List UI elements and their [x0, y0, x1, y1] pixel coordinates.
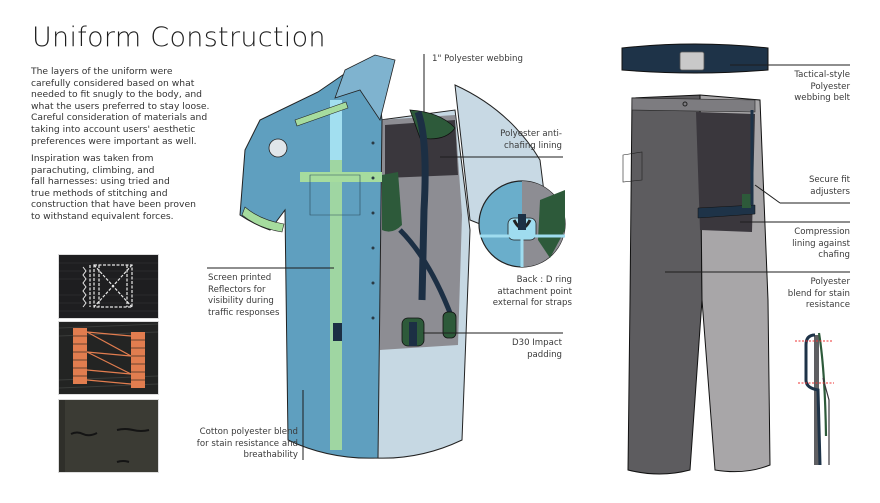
text-line: webbing belt	[794, 93, 850, 104]
text-line: external for straps	[492, 298, 572, 309]
text-line: Cotton polyester blend	[199, 427, 298, 437]
intro-paragraph-2: Inspiration was taken from parachuting, …	[31, 153, 216, 223]
text-line: chafing	[818, 250, 850, 261]
text-line: 1" Polyester webbing	[432, 54, 523, 64]
text-line: what the users preferred to stay loose.	[31, 100, 210, 112]
text-line: true methods of stitching and	[31, 187, 168, 199]
text-line: Secure fit	[808, 175, 850, 185]
swatch-white-stitch	[58, 254, 159, 319]
label-back-d-ring: Back : D ring attachment point external …	[470, 275, 572, 310]
text-line: Tactical-style	[794, 70, 850, 80]
text-line: Polyester	[810, 81, 850, 92]
text-line: Careful consideration of materials and	[31, 112, 208, 124]
text-line: attachment point	[497, 286, 572, 297]
intro-paragraph-1: The layers of the uniform were carefully…	[31, 66, 216, 147]
text-line: traffic responses	[208, 307, 280, 318]
label-polyester-webbing: 1" Polyester webbing	[432, 54, 523, 66]
text-line: visibility during	[208, 296, 274, 307]
cross-section-diagram	[795, 332, 834, 466]
text-line: construction that have been proven	[31, 199, 196, 211]
text-line: fall harnesses: using tried and	[31, 176, 170, 188]
text-line: for stain resistance and	[196, 438, 298, 449]
text-line: parachuting, climbing, and	[31, 164, 155, 176]
text-line: padding	[527, 349, 562, 360]
swatch-dark-fabric	[58, 399, 159, 473]
text-line: to withstand equivalent forces.	[31, 210, 174, 222]
text-line: Screen printed	[208, 273, 272, 283]
label-screen-printed-reflectors: Screen printed Reflectors for visibility…	[208, 273, 279, 319]
text-line: taking into account users' aesthetic	[31, 123, 196, 135]
d-ring-detail-inset	[478, 180, 566, 268]
text-line: lining against	[792, 238, 850, 249]
label-compression-lining: Compression lining against chafing	[770, 227, 850, 262]
page-title: Uniform Construction	[32, 22, 326, 53]
text-line: resistance	[805, 300, 850, 311]
stitched-fabric-image	[59, 400, 158, 472]
shirt-illustration	[239, 54, 546, 459]
label-anti-chafing-lining: Polyester anti- chafing lining	[470, 129, 562, 152]
text-line: blend for stain	[787, 288, 850, 299]
webbing-x-stitch-image	[59, 255, 158, 318]
text-line: chafing lining	[504, 140, 562, 151]
text-line: preferences were important as well.	[31, 135, 197, 147]
label-webbing-belt: Tactical-style Polyester webbing belt	[760, 70, 850, 105]
webbing-bartack-stitch-image	[59, 322, 158, 394]
text-line: Polyester anti-	[500, 129, 562, 139]
label-d30-impact-padding: D30 Impact padding	[470, 338, 562, 361]
text-line: Compression	[794, 227, 850, 237]
text-line: breathability	[243, 450, 298, 461]
pants-illustration	[622, 94, 771, 475]
text-line: adjusters	[810, 186, 850, 197]
text-line: needed to fit snugly to the body, and	[31, 89, 202, 101]
leader-lines	[207, 54, 850, 460]
label-polyester-blend-pants: Polyester blend for stain resistance	[770, 277, 850, 312]
text-line: Inspiration was taken from	[31, 153, 154, 164]
label-secure-fit-adjusters: Secure fit adjusters	[770, 175, 850, 198]
label-cotton-polyester-blend: Cotton polyester blend for stain resista…	[180, 427, 298, 462]
text-line: D30 Impact	[511, 338, 562, 348]
belt-illustration	[621, 43, 769, 74]
text-line: Polyester	[810, 277, 850, 287]
text-line: Back : D ring	[516, 275, 572, 285]
text-line: carefully considered based on what	[31, 77, 195, 89]
text-line: The layers of the uniform were	[31, 66, 173, 77]
swatch-orange-stitch	[58, 321, 159, 395]
text-line: Reflectors for	[208, 284, 266, 295]
